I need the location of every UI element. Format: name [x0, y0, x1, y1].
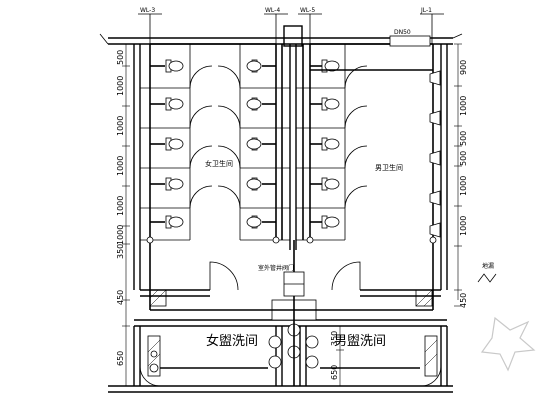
toilet-icon [321, 215, 340, 229]
room-label-women-wash: 女盥洗间 [206, 333, 258, 349]
basin-icon [268, 335, 282, 349]
toilet-icon [246, 59, 262, 73]
pipe-tag-wl3: WL-3 [140, 7, 155, 14]
pipe-tag-wl4: WL-4 [265, 7, 280, 14]
drain-piping [146, 35, 437, 386]
building-walls [99, 25, 463, 393]
watermark-logo [480, 316, 536, 372]
toilet-icon [165, 137, 184, 151]
room-label-men-toilet: 男卫生间 [375, 163, 403, 172]
toilet-icon [165, 177, 184, 191]
toilet-icon [246, 97, 262, 111]
toilet-icon [321, 137, 340, 151]
toilet-icon [246, 215, 262, 229]
break-line-icon [477, 273, 497, 283]
toilet-icon [246, 137, 262, 151]
mop-sink-icon [149, 363, 159, 373]
dim-left-label: 1000 [116, 225, 125, 245]
pipe-tag-jl1: JL-1 [420, 7, 432, 14]
room-labels: 女卫生间 男卫生间 女盥洗间 男盥洗间 室外管井阀门 地漏 [205, 159, 497, 349]
toilet-icon [165, 215, 184, 229]
pipe-size-label: DN50 [394, 29, 411, 36]
dim-left-label: 500 [116, 50, 125, 65]
dim-center-1: 350 [330, 331, 339, 346]
dim-right-label: 500 [459, 151, 468, 166]
toilet-icon [321, 97, 340, 111]
toilet-icon [165, 59, 184, 73]
toilet-icon [321, 177, 340, 191]
wall-hatching [147, 289, 438, 377]
dim-left-label: 1000 [116, 76, 125, 96]
dim-right-label: 1000 [459, 176, 468, 196]
dimensions-center: 350 650 [330, 325, 344, 387]
urinal-icon [429, 150, 441, 166]
room-label-men-wash: 男盥洗间 [334, 334, 386, 349]
dim-right-label: 500 [459, 131, 468, 146]
toilet-icon [246, 177, 262, 191]
pipe-tags: WL-3 WL-4 WL-5 JL-1 DN50 [138, 7, 444, 44]
dim-left-label: 450 [116, 290, 125, 305]
dim-right-label: 450 [459, 293, 468, 308]
dim-left-label: 1000 [116, 196, 125, 216]
floor-drain-note: 地漏 [482, 262, 494, 270]
dim-left-label: 650 [116, 351, 125, 366]
dim-right-label: 900 [459, 60, 468, 75]
dim-right-label: 1000 [459, 216, 468, 236]
urinal-fixtures [429, 70, 441, 238]
basin-icon [268, 355, 282, 369]
dim-left-label: 1000 [116, 156, 125, 176]
valve-note: 室外管井阀门 [258, 264, 294, 272]
urinal-icon [429, 70, 441, 86]
stall-partitions [139, 44, 442, 387]
dim-center-2: 650 [330, 365, 339, 380]
urinal-icon [429, 110, 441, 126]
dimensions-right: 900 1000 500 500 1000 1000 450 [454, 43, 468, 308]
toilet-icon [165, 97, 184, 111]
basin-icon [305, 335, 319, 349]
room-label-women-toilet: 女卫生间 [205, 159, 233, 168]
basin-icon [305, 355, 319, 369]
dim-left-label: 350 [116, 244, 125, 259]
urinal-icon [429, 190, 441, 206]
dim-left-label: 1000 [116, 116, 125, 136]
mop-sink-icon [150, 350, 158, 358]
urinal-icon [429, 222, 441, 238]
dim-right-label: 1000 [459, 96, 468, 116]
toilet-icon [321, 59, 340, 73]
pipe-tag-wl5: WL-5 [300, 7, 315, 14]
